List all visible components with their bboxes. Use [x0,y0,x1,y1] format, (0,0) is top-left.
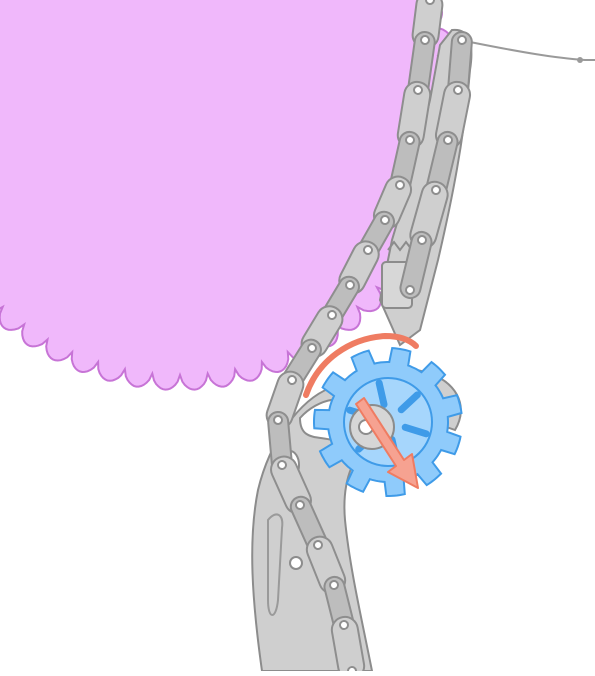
cable-icon [470,42,595,63]
pulley-spoke [379,383,384,404]
